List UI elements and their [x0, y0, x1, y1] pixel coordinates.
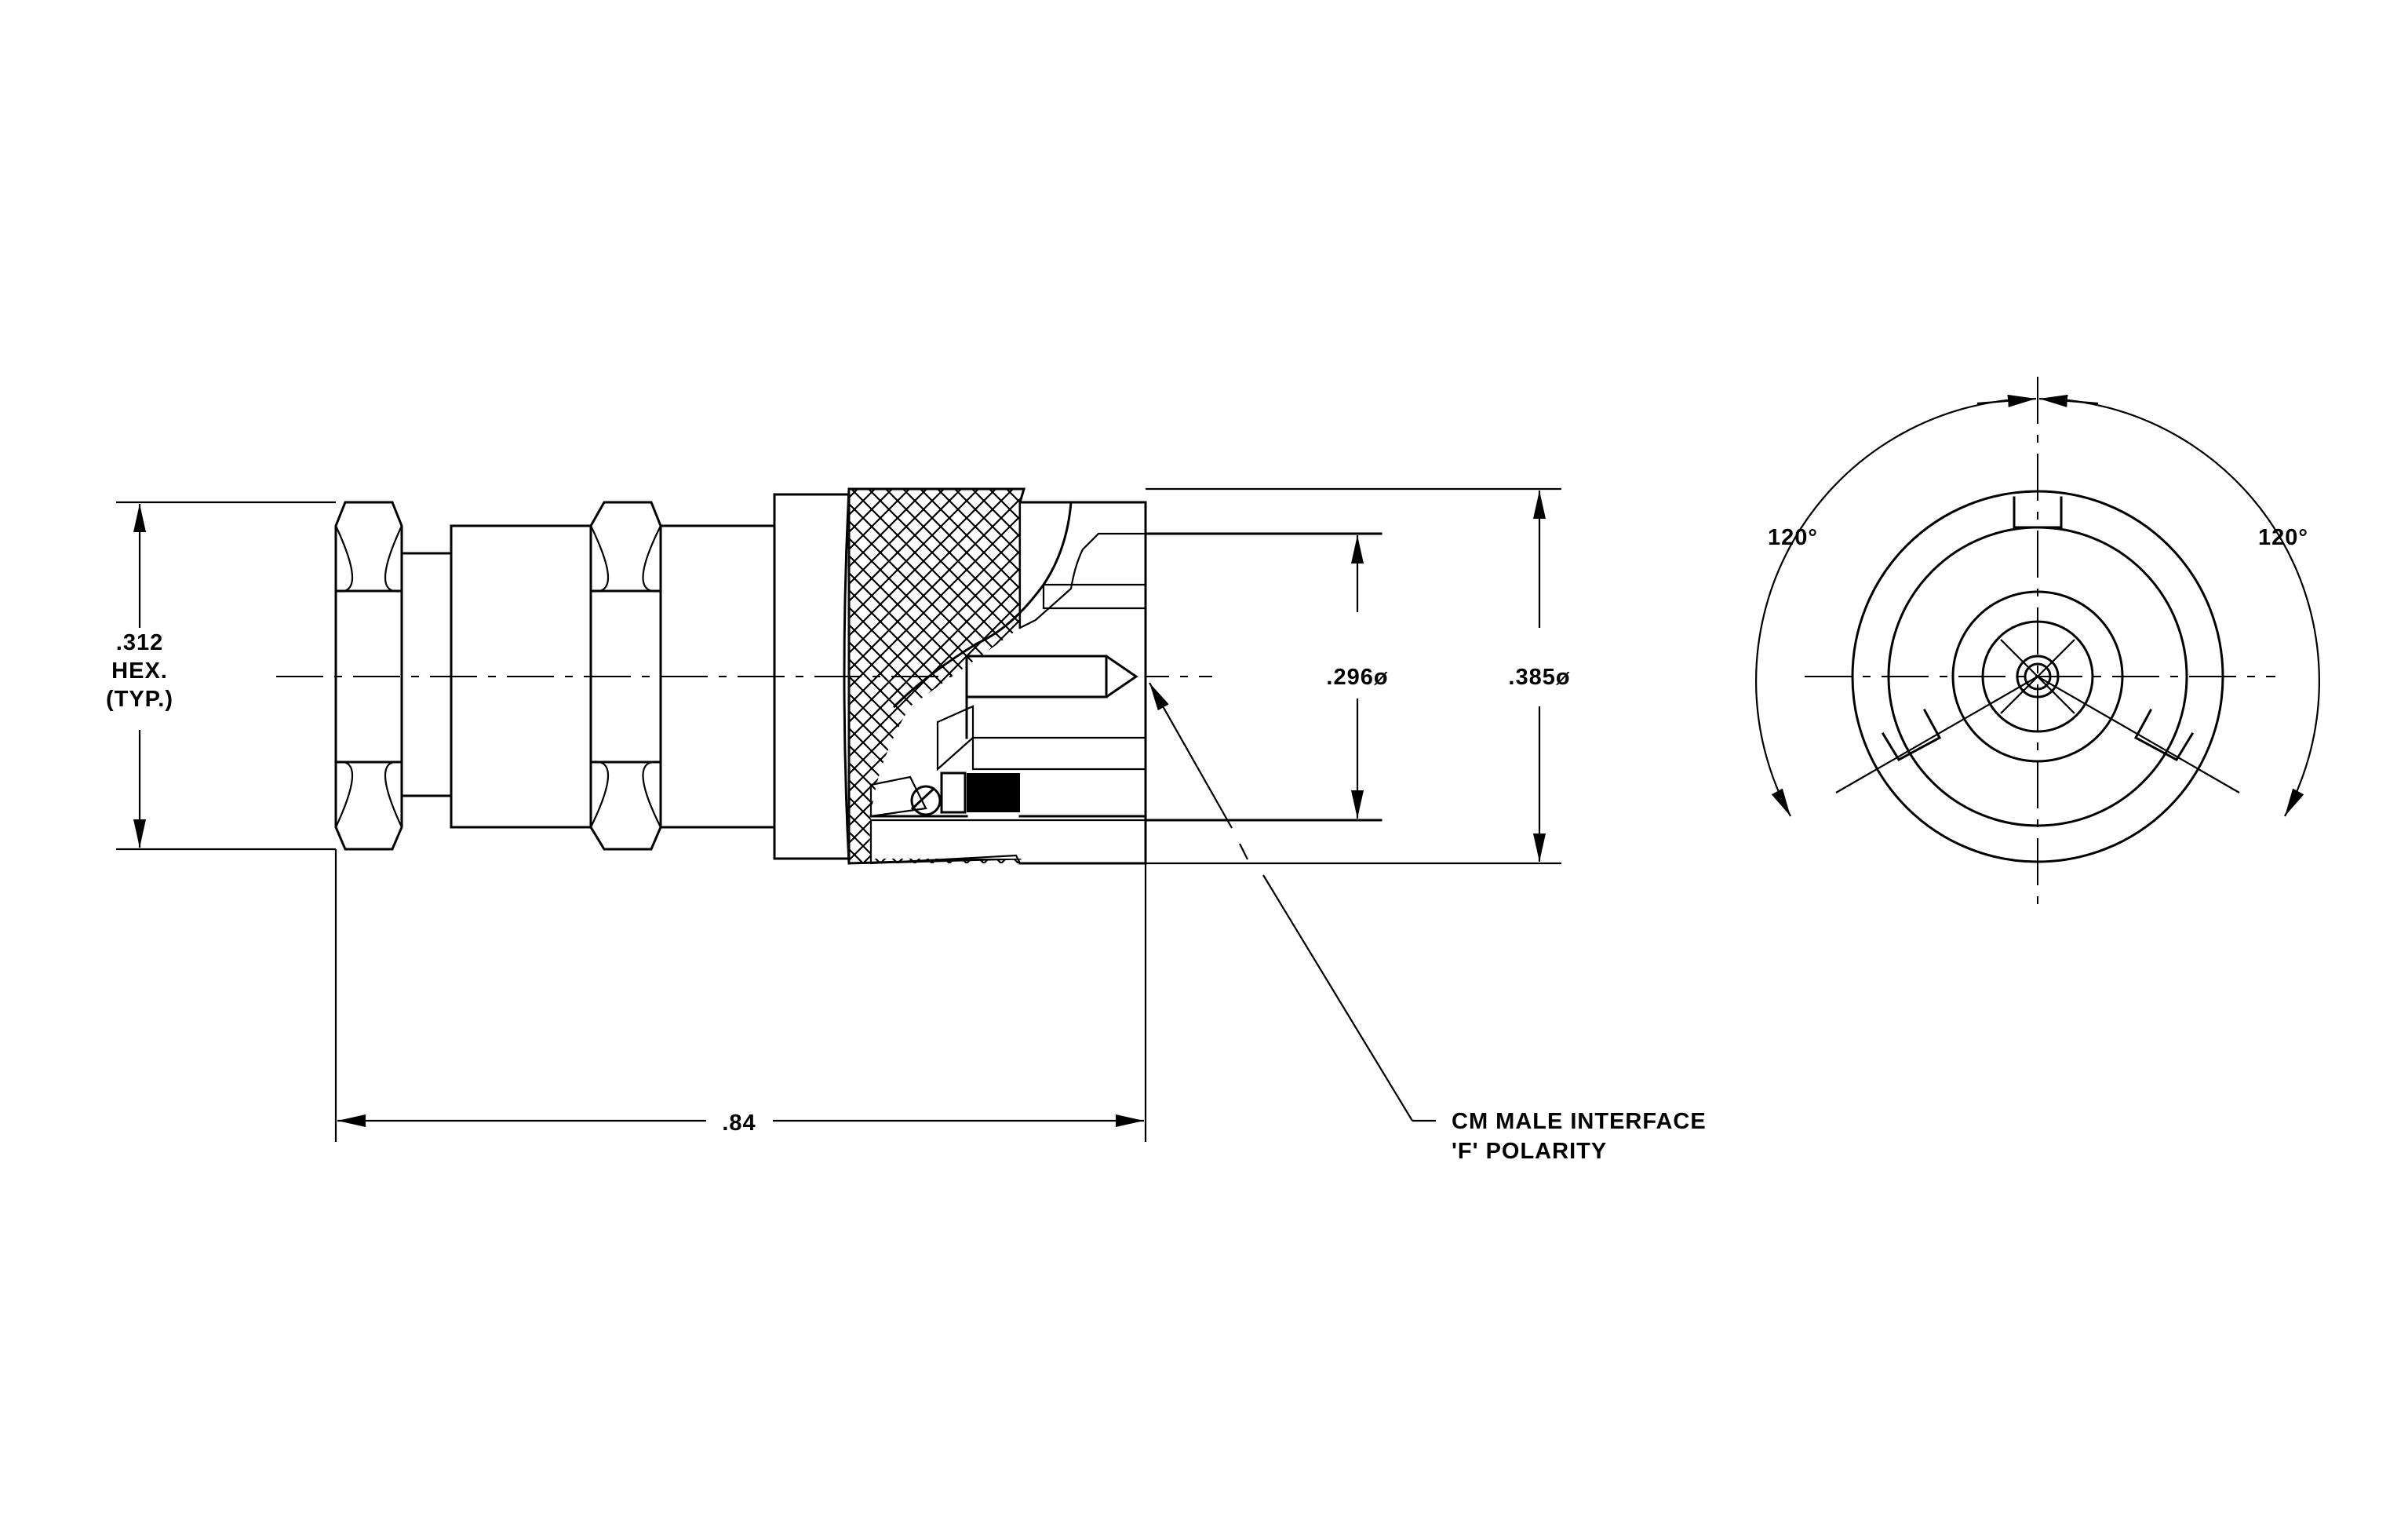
middle-hex-nut [589, 501, 662, 851]
retaining-ring [910, 785, 942, 816]
angle-label-right: 120° [2258, 525, 2308, 550]
outer-diameter-dimension: .385ø [1508, 665, 1570, 690]
left-hex-nut [334, 501, 403, 851]
pin-outer [2016, 655, 2060, 698]
keyway-right [2133, 708, 2195, 761]
contact-ring [1981, 620, 2094, 733]
keyway-left [1881, 708, 1942, 761]
keyway-top [2013, 496, 2063, 529]
section-upper [1018, 501, 1147, 629]
angle-label-left: 120° [1768, 525, 1818, 550]
contact-pin [965, 655, 1138, 698]
insulator-ring [1951, 590, 2124, 763]
interface-callout: CM MALE INTERFACE 'F' POLARITY [1149, 682, 1707, 1164]
hex-dimension-note: (TYP.) [106, 687, 173, 712]
angle-arc-left [1755, 397, 2029, 817]
inner-diameter-dimension: .296ø [1326, 665, 1388, 690]
section-outline [1018, 501, 1147, 865]
callout-line-1: CM MALE INTERFACE [1452, 1109, 1707, 1134]
hex-dimension-label: HEX. [111, 658, 168, 684]
dimensions: .312 HEX. (TYP.) .84 .296ø .385ø [106, 487, 1570, 1142]
angle-arc-right [2046, 397, 2320, 817]
outer-ring [1851, 490, 2224, 863]
end-view: 120° 120° [1755, 377, 2320, 910]
callout-line-2: 'F' POLARITY [1452, 1139, 1607, 1164]
length-dimension: .84 [722, 1111, 756, 1136]
section-lock [869, 775, 927, 818]
pin-inner [2024, 662, 2052, 691]
knurled-nut-outline [843, 487, 1026, 865]
neck [400, 552, 453, 797]
ring-seat [940, 771, 967, 814]
o-ring [967, 773, 1020, 812]
hex-dimension-value: .312 [116, 630, 163, 655]
section-curve [892, 501, 1073, 709]
side-view [276, 487, 1383, 865]
